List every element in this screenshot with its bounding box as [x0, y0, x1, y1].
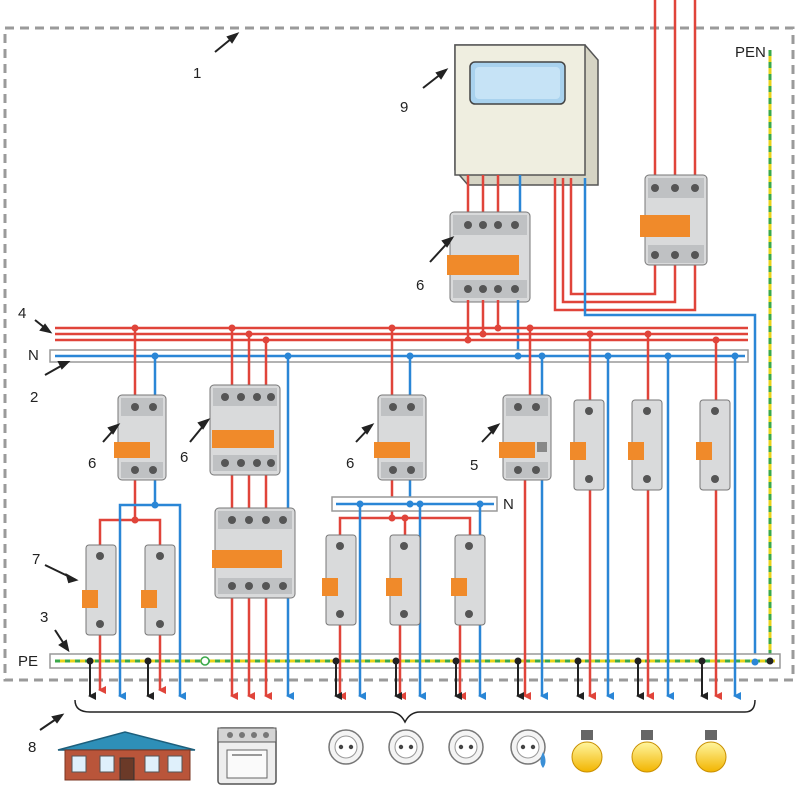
branch-group-lighting	[588, 334, 741, 700]
branch-group-house	[98, 328, 186, 700]
label-8: 8	[28, 739, 36, 756]
breaker-1pole-socket-c	[451, 534, 486, 626]
breaker-4pole-upper	[209, 384, 281, 476]
label-6d: 6	[416, 277, 424, 294]
socket-icon	[448, 729, 484, 765]
breaker-1pole-house-a	[82, 544, 117, 636]
socket-icon	[328, 729, 364, 765]
input-breaker-3pole	[640, 174, 708, 266]
breaker-1pole-light-a	[570, 399, 605, 491]
rcd-breaker	[499, 394, 552, 481]
main-breaker-4pole	[447, 211, 531, 303]
pen-label: PEN	[735, 44, 766, 61]
incoming-phase-wires	[653, 0, 697, 185]
label-6c: 6	[346, 455, 354, 472]
breaker-4pole-lower	[212, 507, 296, 599]
label-7: 7	[32, 551, 40, 568]
breaker-1pole-row	[82, 399, 731, 636]
n-sub-label: N	[503, 496, 514, 513]
label-6b: 6	[180, 449, 188, 466]
socket-icon	[388, 729, 424, 765]
pointer-arrows	[34, 32, 501, 731]
label-1: 1	[193, 65, 201, 82]
pe-drops	[88, 661, 708, 700]
label-2: 2	[30, 389, 38, 406]
label-3: 3	[40, 609, 48, 626]
branch-group-rcd	[523, 328, 548, 700]
phase-busbars	[55, 326, 748, 342]
label-6a: 6	[88, 455, 96, 472]
label-5: 5	[470, 457, 478, 474]
label-4: 4	[18, 305, 26, 322]
neutral-busbar	[49, 349, 749, 363]
label-9: 9	[400, 99, 408, 116]
house-icon	[57, 731, 196, 781]
socket-water-icon	[510, 729, 546, 768]
breaker-1pole-light-c	[696, 399, 731, 491]
lightbulb-icon	[631, 730, 663, 773]
breaker-2pole-a	[114, 394, 167, 481]
branch-group-sockets	[331, 328, 498, 700]
junction-dots	[86, 324, 774, 666]
stove-icon	[217, 727, 277, 785]
breaker-1pole-light-b	[628, 399, 663, 491]
pe-label: PE	[18, 653, 38, 670]
n-main-label: N	[28, 347, 39, 364]
meter-output-wires	[466, 175, 757, 662]
load-brace	[74, 699, 756, 724]
breaker-2pole-sockets	[374, 394, 427, 481]
breaker-1pole-house-b	[141, 544, 176, 636]
electric-meter	[454, 44, 599, 186]
lightbulb-icon	[695, 730, 727, 773]
lightbulb-icon	[571, 730, 603, 773]
breaker-1pole-socket-a	[322, 534, 357, 626]
breaker-1pole-socket-b	[386, 534, 421, 626]
